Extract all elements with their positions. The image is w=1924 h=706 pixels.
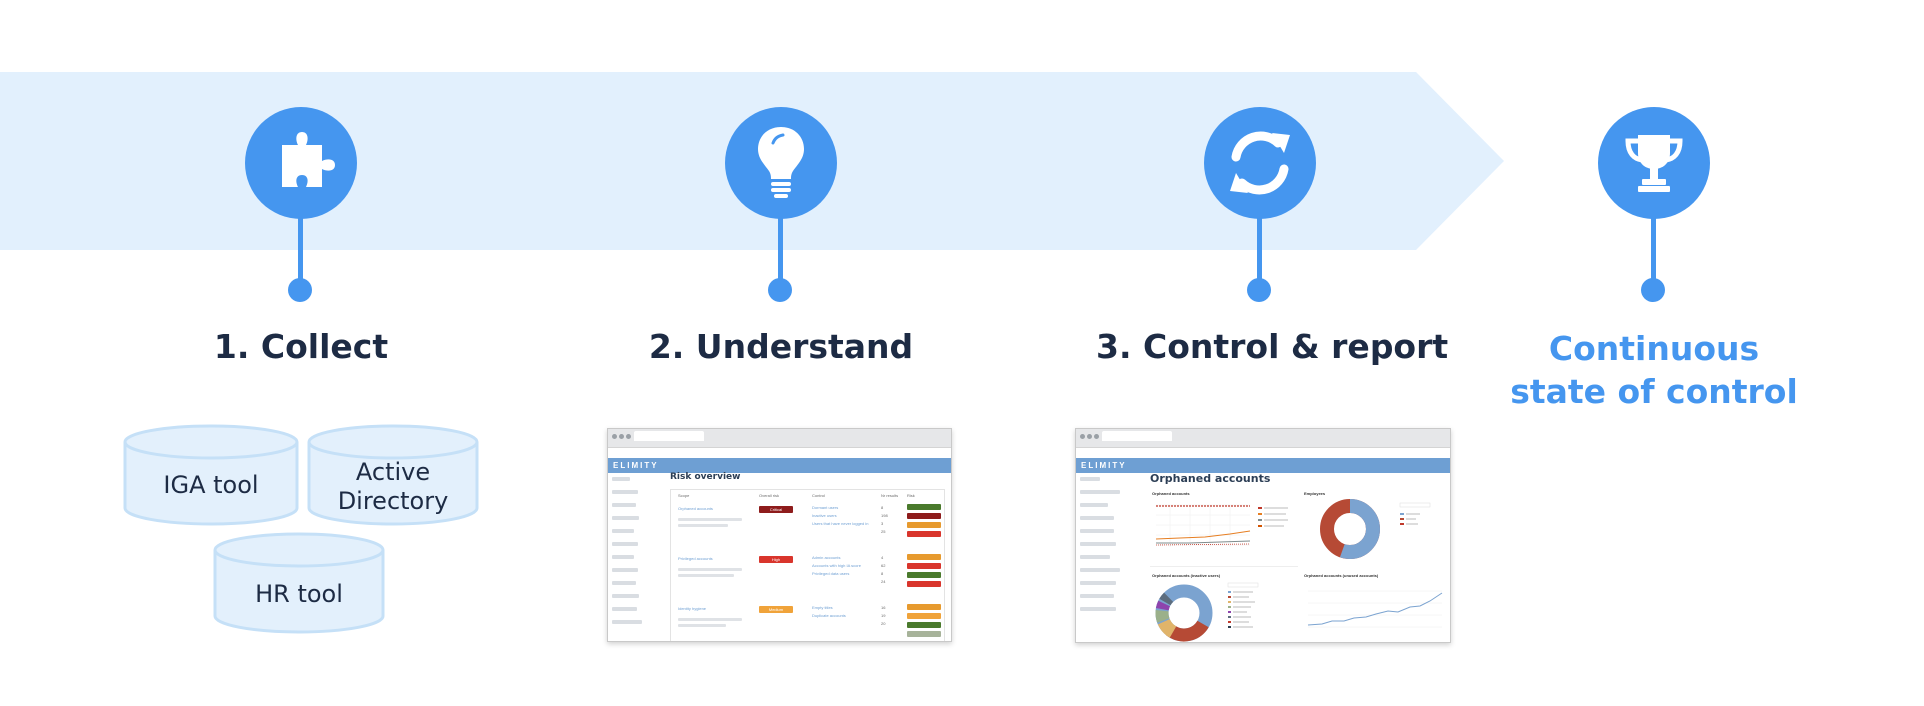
control-link[interactable]: Accounts with high IA score (812, 563, 861, 568)
step-control-connector (1257, 218, 1262, 290)
active-directory-label-line1: Active (355, 458, 431, 486)
step-continuous-dot (1641, 278, 1665, 302)
step-understand-connector (778, 218, 783, 290)
step-understand-title: 2. Understand (648, 327, 914, 366)
result-count: 62 (881, 563, 886, 568)
iga-tool-cylinder (123, 424, 299, 526)
browser-chrome (1076, 429, 1450, 448)
inactive-users-panel: Orphaned accounts (inactive users) (1150, 573, 1298, 642)
step-collect-dot (288, 278, 312, 302)
risk-indicator-stack (907, 554, 941, 590)
step-continuous-title-line2: state of control (1510, 372, 1798, 411)
trend-chart-thumbnail (1307, 590, 1443, 628)
hr-tool-cylinder (213, 532, 385, 634)
risk-level-badge: Medium (759, 606, 793, 613)
result-count: 3 (881, 521, 884, 526)
step-control-title: 3. Control & report (1096, 327, 1449, 366)
risk-col-risk: Risk (907, 493, 915, 498)
risk-indicator-stack (907, 604, 941, 640)
risk-overview-heading: Risk overview (670, 472, 741, 482)
active-directory-label-line2: Directory (337, 487, 449, 515)
risk-indicator-stack (907, 504, 941, 540)
app-brand-bar: ELIMITY (608, 458, 951, 473)
risk-overview-screenshot: ELIMITY Risk overview Scope Overall risk… (607, 428, 952, 642)
control-link[interactable]: Dormant users (812, 505, 839, 510)
control-link[interactable]: Admin accounts (812, 555, 841, 560)
sidebar-placeholder (612, 477, 664, 633)
step-understand-circle (725, 107, 837, 219)
step-understand-dot (768, 278, 792, 302)
hr-tool-label: HR tool (255, 580, 343, 608)
line-chart-thumbnail (1155, 504, 1288, 547)
risk-level-badge: High (759, 556, 793, 563)
result-count: 19 (881, 613, 886, 618)
panel-title: Orphaned accounts (unused accounts) (1304, 573, 1379, 578)
risk-col-control: Control (812, 493, 825, 498)
step-collect-circle (245, 107, 357, 219)
result-count: 24 (881, 579, 886, 584)
refresh-icon (1230, 131, 1290, 195)
orphaned-heading: Orphaned accounts (1150, 472, 1271, 485)
result-count: 198 (881, 513, 888, 518)
browser-chrome (608, 429, 951, 448)
step-continuous-title: Continuous state of control (1508, 327, 1800, 413)
panel-title: Orphaned accounts (1152, 491, 1190, 496)
step-continuous-connector (1651, 218, 1656, 290)
step-control-dot (1247, 278, 1271, 302)
active-directory-label: Active Directory (304, 458, 482, 516)
risk-table: Scope Overall risk Control Nr results Ri… (670, 489, 945, 641)
donut-chart-thumbnail (1320, 499, 1431, 559)
result-count: 4 (881, 555, 884, 560)
control-link[interactable]: Empty titles (812, 605, 833, 610)
risk-col-scope: Scope (678, 493, 690, 498)
result-count: 20 (881, 621, 886, 626)
step-continuous-circle (1598, 107, 1710, 219)
result-count: 16 (881, 605, 886, 610)
donut-chart-thumbnail (1155, 582, 1259, 642)
control-link[interactable]: Duplicate accounts (812, 613, 846, 618)
risk-level-badge: Critical (759, 506, 793, 513)
panel-title: Orphaned accounts (inactive users) (1152, 573, 1221, 578)
active-directory-cylinder (307, 424, 479, 526)
step-control-circle (1204, 107, 1316, 219)
trophy-icon (1625, 135, 1683, 192)
lightbulb-icon (758, 127, 804, 198)
step-collect-title: 1. Collect (213, 327, 389, 366)
risk-scope-link[interactable]: Orphaned accounts (678, 506, 713, 511)
result-count: 8 (881, 505, 884, 510)
puzzle-icon (282, 132, 335, 187)
control-link[interactable]: Privileged data users (812, 571, 850, 576)
result-count: 8 (881, 571, 884, 576)
risk-scope-link[interactable]: Privileged accounts (678, 556, 713, 561)
orphaned-accounts-screenshot: ELIMITY Orphaned accounts Orphaned accou… (1075, 428, 1451, 643)
orphaned-line-panel: Orphaned accounts (1150, 491, 1298, 567)
iga-tool-label: IGA tool (163, 471, 259, 499)
panel-title: Employees (1304, 491, 1326, 496)
result-count: 25 (881, 529, 886, 534)
risk-col-overall: Overall risk (759, 493, 780, 498)
risk-scope-link[interactable]: Identity hygiene (678, 606, 707, 611)
employees-panel: Employees (1302, 491, 1446, 566)
sidebar-placeholder (1080, 477, 1132, 620)
control-link[interactable]: Inactive users (812, 513, 837, 518)
step-continuous-title-line1: Continuous (1548, 329, 1760, 368)
control-link[interactable]: Users that have never logged in (812, 521, 869, 526)
app-brand-bar: ELIMITY (1076, 458, 1450, 473)
risk-col-results: Nr results (881, 493, 899, 498)
unused-accounts-panel: Orphaned accounts (unused accounts) (1302, 573, 1446, 642)
step-collect-connector (298, 218, 303, 290)
